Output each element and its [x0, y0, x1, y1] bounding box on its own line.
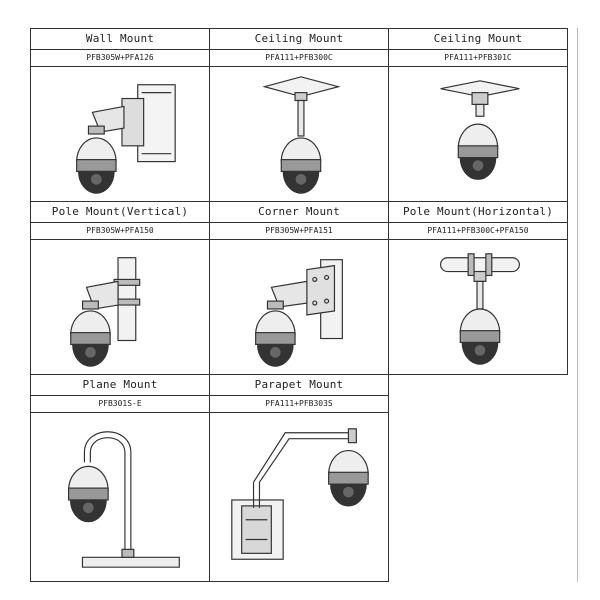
mount-title: Plane Mount — [31, 375, 209, 396]
mount-title: Pole Mount(Horizontal) — [389, 202, 567, 223]
mount-title: Corner Mount — [210, 202, 388, 223]
camera-icon — [328, 450, 369, 507]
pole-mount-horizontal-illustration — [389, 240, 567, 374]
mount-cell-parapet: Parapet Mount PFA111+PFB303S — [209, 374, 389, 582]
mount-model: PFB305W+PFA126 — [31, 49, 209, 67]
ceiling-mount-pendant-illustration — [210, 67, 388, 201]
wall-mount-illustration — [31, 67, 209, 201]
camera-icon — [255, 310, 296, 367]
mount-title: Parapet Mount — [210, 375, 388, 396]
mount-cell-pole-horizontal: Pole Mount(Horizontal) PFA111+PFB300C+PF… — [388, 201, 568, 375]
camera-icon — [280, 137, 322, 194]
mount-title: Wall Mount — [31, 29, 209, 50]
corner-mount-illustration — [210, 240, 388, 374]
mount-cell-corner: Corner Mount PFB305W+PFA151 — [209, 201, 389, 375]
mount-model: PFA111+PFB300C+PFA150 — [389, 222, 567, 240]
camera-icon — [76, 137, 117, 194]
camera-icon — [68, 465, 109, 523]
camera-icon — [459, 308, 501, 365]
ceiling-mount-short-illustration — [389, 67, 567, 201]
mount-cell-pole-vertical: Pole Mount(Vertical) PFB305W+PFA150 — [30, 201, 210, 375]
camera-icon — [70, 310, 111, 367]
mount-model: PFB305W+PFA151 — [210, 222, 388, 240]
mount-cell-ceiling-short: Ceiling Mount PFA111+PFB301C — [388, 28, 568, 202]
page-edge-line — [577, 28, 578, 582]
mount-model: PFB305W+PFA150 — [31, 222, 209, 240]
mount-cell-ceiling-pendant: Ceiling Mount PFA111+PFB300C — [209, 28, 389, 202]
mount-model: PFA111+PFB300C — [210, 49, 388, 67]
mount-model: PFB301S-E — [31, 395, 209, 413]
pole-mount-vertical-illustration — [31, 240, 209, 374]
mount-title: Pole Mount(Vertical) — [31, 202, 209, 223]
mount-model: PFA111+PFB301C — [389, 49, 567, 67]
mount-cell-wall: Wall Mount PFB305W+PFA126 — [30, 28, 210, 202]
mount-title: Ceiling Mount — [210, 29, 388, 50]
mount-title: Ceiling Mount — [389, 29, 567, 50]
plane-mount-illustration — [31, 413, 209, 581]
parapet-mount-illustration — [210, 413, 388, 581]
mount-model: PFA111+PFB303S — [210, 395, 388, 413]
camera-icon — [457, 123, 499, 180]
mount-cell-plane: Plane Mount PFB301S-E — [30, 374, 210, 582]
